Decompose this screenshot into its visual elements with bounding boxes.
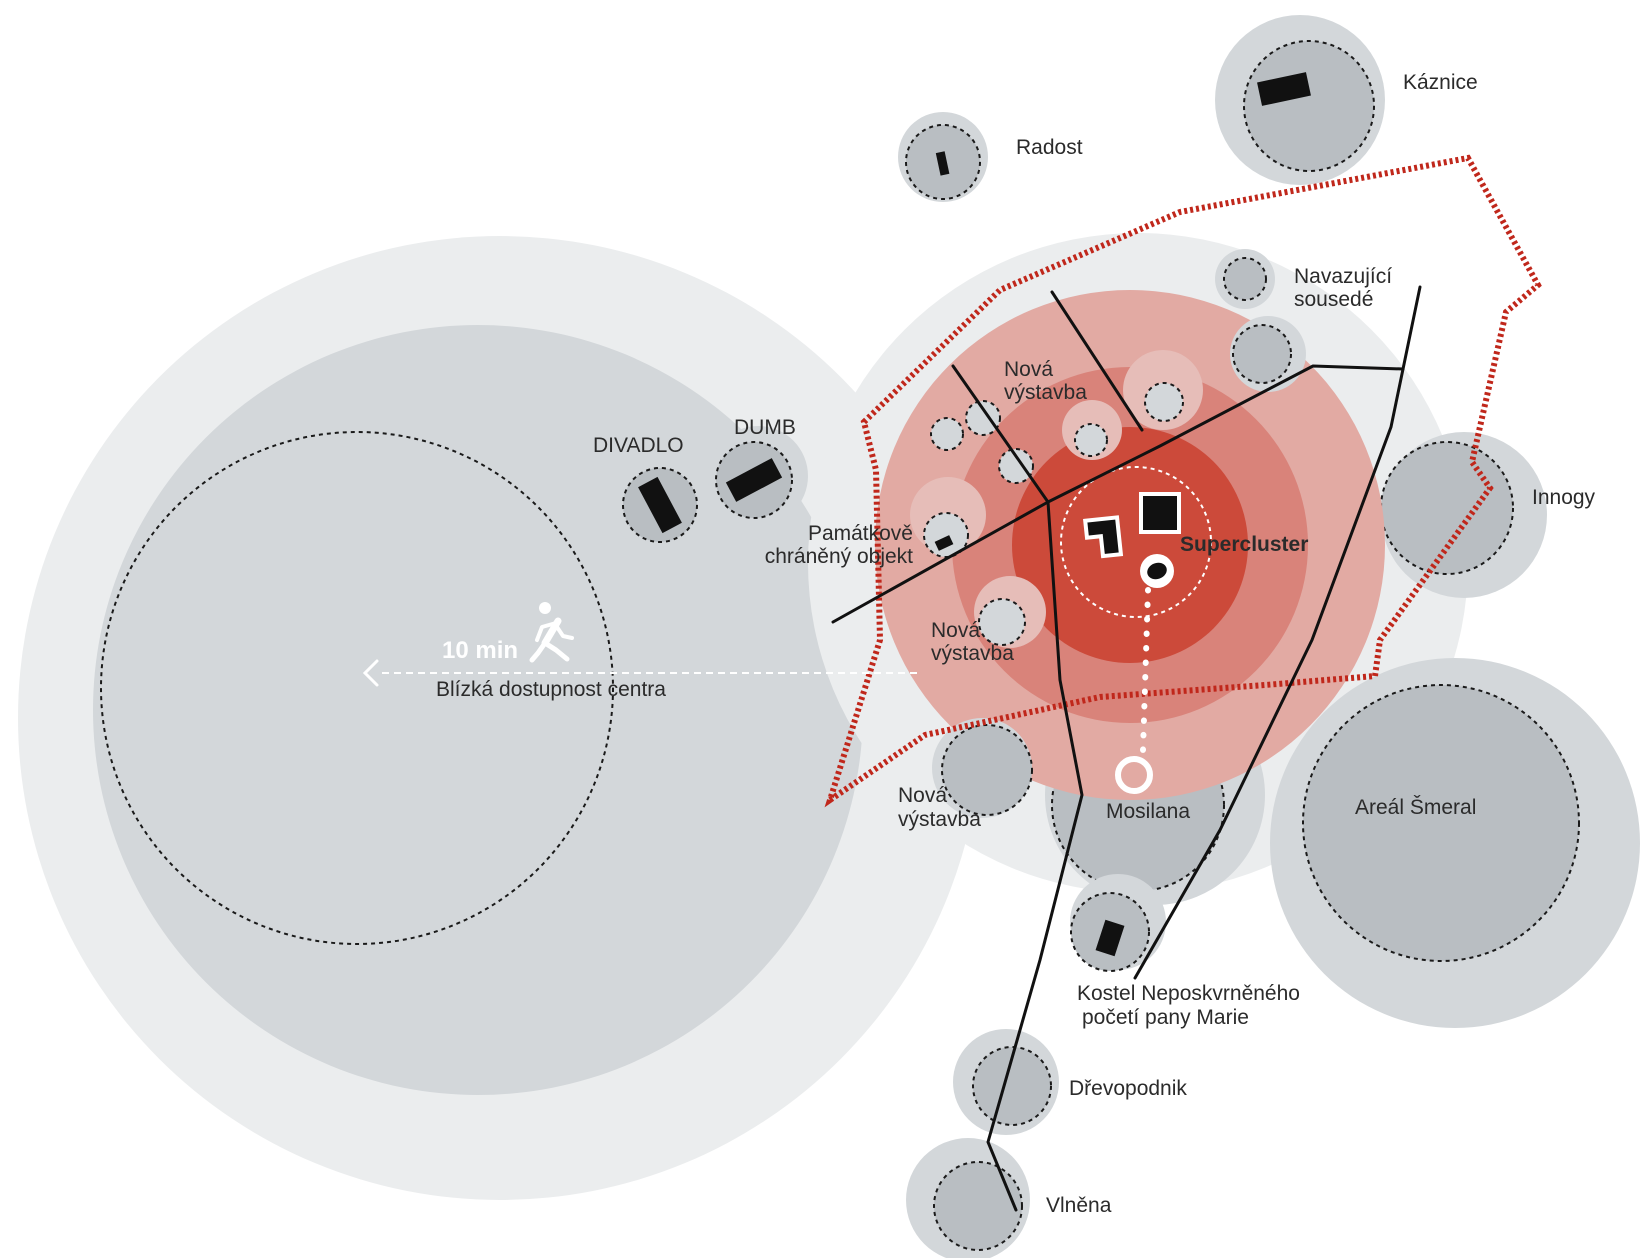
label-drevopodnik: Dřevopodnik (1069, 1077, 1187, 1100)
pamatkove-node (910, 477, 986, 558)
dumb-node (708, 426, 808, 526)
label-walk-time: 10 min (442, 637, 518, 664)
label-kostel-1: Kostel Neposkvrněného (1077, 982, 1300, 1005)
label-mosilana: Mosilana (1106, 800, 1190, 823)
project-boundary (824, 154, 1542, 808)
nova-vystavba-low-node (932, 718, 1033, 818)
kostel-node (1070, 874, 1166, 972)
smeral-node (1270, 658, 1640, 1028)
label-innogy: Innogy (1532, 486, 1596, 509)
label-divadlo: DIVADLO (593, 434, 684, 457)
street-network (831, 285, 1422, 1212)
label-nova-vystavba-mid-1: Nová (931, 619, 980, 642)
chevron-left-icon (362, 659, 379, 687)
label-navazujici-1: Navazující (1294, 265, 1392, 288)
label-nova-vystavba-low-1: Nová (898, 784, 947, 807)
label-kaznice: Káznice (1403, 71, 1478, 94)
label-nova-vystavba-low-2: výstavba (898, 808, 981, 831)
label-kostel-2: početí pany Marie (1082, 1006, 1249, 1029)
walking-person-icon (529, 602, 574, 663)
label-nova-vystavba-top-1: Nová (1004, 358, 1053, 381)
label-nova-vystavba-mid-2: výstavba (931, 642, 1014, 665)
kaznice-node (1215, 15, 1385, 185)
label-radost: Radost (1016, 136, 1083, 159)
divadlo-node (612, 457, 708, 553)
mosilana-link (1115, 587, 1153, 794)
label-vlnena: Vlněna (1046, 1194, 1112, 1217)
label-navazujici-2: sousedé (1294, 288, 1373, 311)
navazujici-nodes (1215, 249, 1306, 392)
city-centre-zone (18, 236, 982, 1200)
radost-node (898, 112, 988, 202)
label-nova-vystavba-top-2: výstavba (1004, 381, 1087, 404)
nova-vystavba-top-nodes (930, 350, 1203, 484)
supercluster-rings (875, 290, 1385, 800)
label-pamatkove-2: chráněný objekt (765, 545, 913, 568)
innogy-node (1380, 432, 1547, 598)
supercluster-buildings (1083, 492, 1181, 588)
label-dumb: DUMB (734, 416, 796, 439)
nova-vystavba-mid-node (974, 576, 1046, 648)
label-pamatkove-1: Památkově (808, 522, 913, 545)
label-smeral: Areál Šmeral (1355, 796, 1476, 819)
label-supercluster: Supercluster (1180, 533, 1308, 556)
label-walk-caption: Blízká dostupnost centra (436, 678, 666, 701)
